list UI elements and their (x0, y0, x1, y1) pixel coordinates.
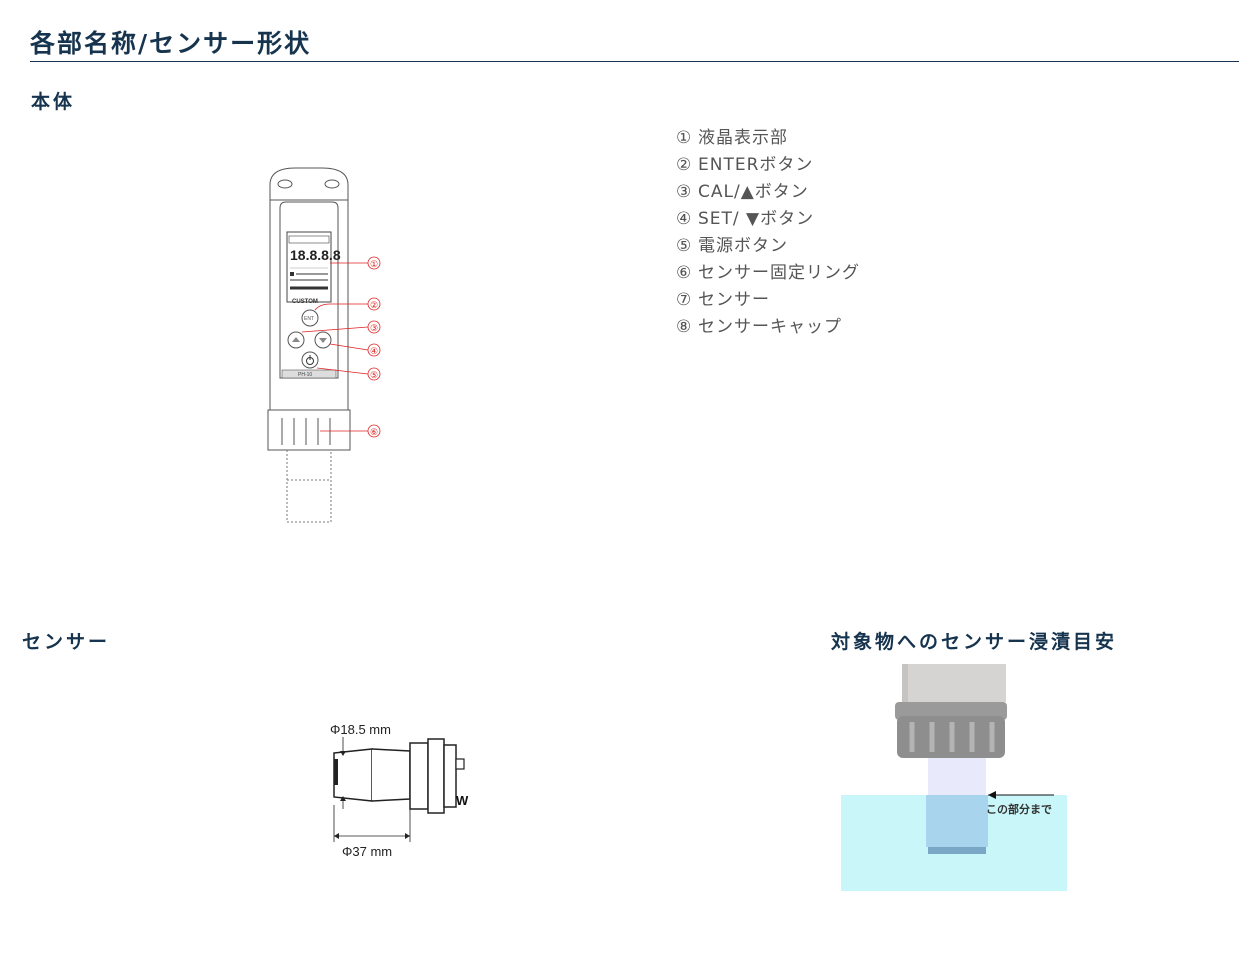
lcd-digits: 18.8.8.8 (290, 247, 341, 263)
brand-logo: CUSTOM (292, 299, 318, 305)
model-label: PH-10 (298, 372, 312, 378)
sensor-mark: W (456, 793, 469, 808)
body-section-heading: 本体 (31, 91, 76, 113)
callout-1: ① (370, 259, 378, 269)
callout-4: ④ (370, 346, 378, 356)
immersion-section-heading: 対象物へのセンサー浸漬目安 (831, 631, 1118, 653)
title-divider (30, 61, 1239, 62)
immersion-diagram: この部分まで (841, 664, 1067, 891)
device-diagram: 18.8.8.8 CUSTOM ENT PH-10 ① ② (267, 167, 381, 523)
callout-5: ⑤ (370, 370, 378, 380)
callout-6: ⑥ (370, 427, 378, 437)
sensor-section-heading: センサー (22, 631, 111, 653)
dim-outer-label: Φ37 mm (342, 844, 392, 859)
dim-inner-label: Φ18.5 mm (330, 722, 391, 737)
pointer-label: この部分まで (986, 802, 1052, 816)
ent-button-label: ENT (304, 316, 314, 322)
callout-3: ③ (370, 323, 378, 333)
sensor-dimension-diagram: W Φ18.5 mm Φ37 mm (330, 722, 469, 859)
page-title: 各部名称/センサー形状 (30, 29, 312, 58)
callout-2: ② (370, 300, 378, 310)
